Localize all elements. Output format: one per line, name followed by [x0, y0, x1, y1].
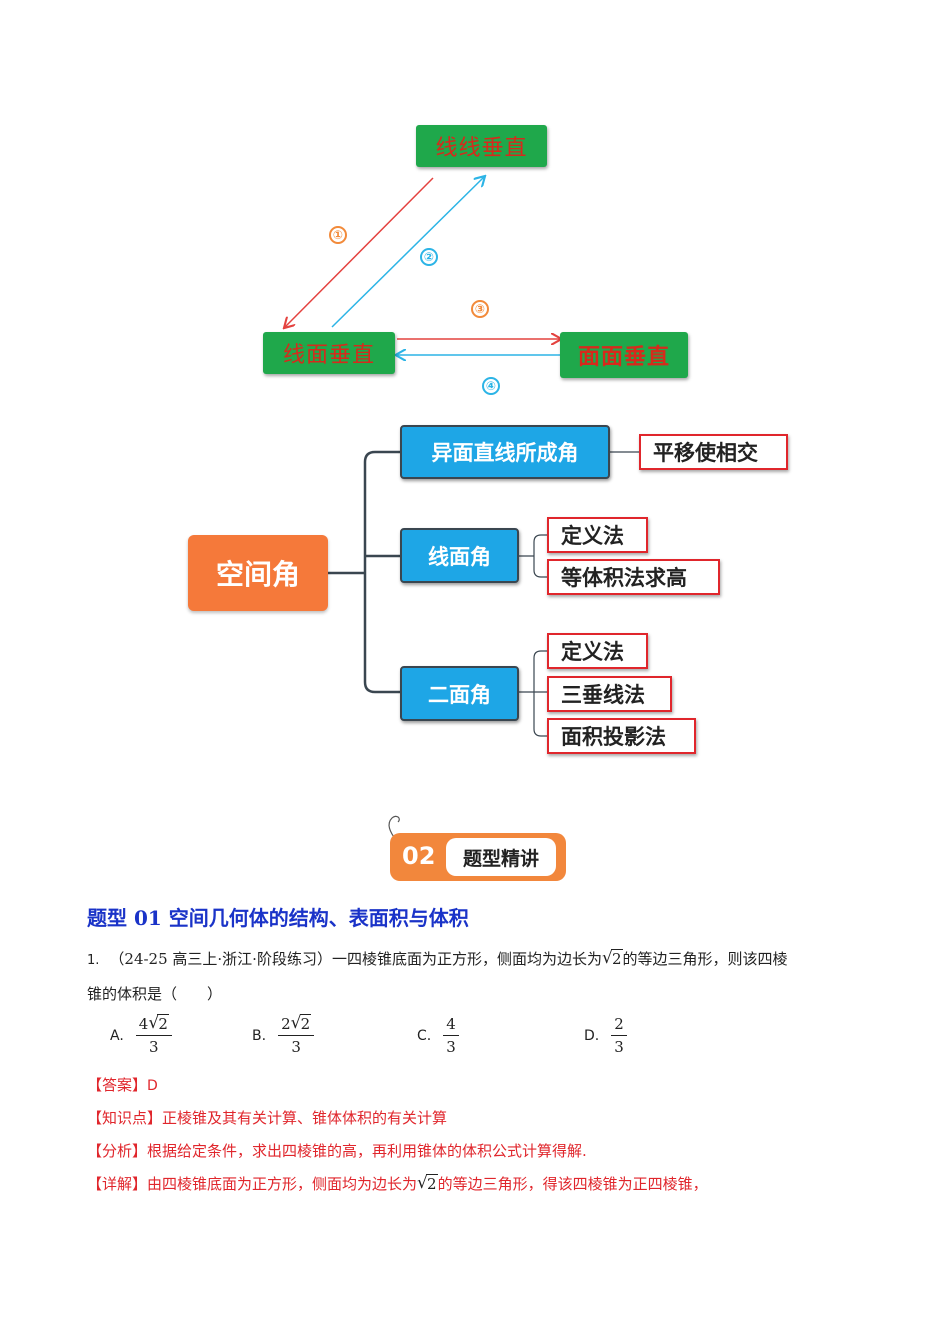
branch-line-plane-angle: 线面角: [400, 528, 519, 583]
analysis-line: 【分析】根据给定条件，求出四棱锥的高，再利用锥体的体积公式计算得解.: [87, 1140, 587, 1161]
question-line-2: 锥的体积是（ ）: [87, 985, 223, 1003]
step-1-label: ①: [329, 226, 347, 244]
option-a-fraction: 42 3: [135, 1013, 172, 1056]
badge-pin-icon: [388, 815, 400, 841]
mindmap-connectors: [327, 450, 640, 737]
analysis-tag: 【分析】: [87, 1142, 148, 1160]
arrow-1: [285, 177, 434, 327]
question-sqrt: 2: [602, 948, 623, 968]
option-b-fraction: 22 3: [278, 1013, 315, 1056]
knowledge-point-tag: 【知识点】: [87, 1109, 163, 1127]
detail-line: 【详解】由四棱锥底面为正方形，侧面均为边长为2的等边三角形，得该四棱锥为正四棱锥…: [87, 1173, 708, 1194]
step-2-label: ②: [420, 248, 438, 266]
option-d[interactable]: D. 2 3: [584, 1015, 627, 1056]
question-text-a: 一四棱锥底面为正方形，侧面均为边长为: [331, 950, 602, 968]
option-a-label: A.: [110, 1027, 124, 1044]
option-d-label: D.: [584, 1027, 600, 1044]
badge-label: 题型精讲: [446, 838, 556, 876]
question-line-1: 1. （24-25 高三上·浙江·阶段练习）一四棱锥底面为正方形，侧面均为边长为2…: [87, 948, 788, 969]
answer-line: 【答案】D: [87, 1074, 158, 1095]
step-3-label: ③: [471, 300, 489, 318]
detail-tag: 【详解】: [87, 1175, 148, 1193]
option-b[interactable]: B. 22 3: [252, 1013, 315, 1056]
detail-text-a: 由四棱锥底面为正方形，侧面均为边长为: [147, 1175, 418, 1193]
leaf-translate-intersect: 平移使相交: [639, 434, 788, 470]
option-d-fraction: 2 3: [611, 1015, 627, 1056]
perpendicular-arrows: [0, 0, 950, 420]
branch-dihedral-angle: 二面角: [400, 666, 519, 721]
branch-skew-lines-angle: 异面直线所成角: [400, 425, 610, 479]
leaf-definition-method-1: 定义法: [547, 517, 648, 553]
option-c-label: C.: [417, 1027, 432, 1044]
leaf-area-projection: 面积投影法: [547, 718, 696, 754]
knowledge-point-text: 正棱锥及其有关计算、锥体体积的有关计算: [162, 1109, 448, 1127]
analysis-text: 根据给定条件，求出四棱锥的高，再利用锥体的体积公式计算得解.: [147, 1142, 587, 1160]
question-text-b: 的等边三角形，则该四棱: [622, 950, 788, 968]
box-plane-plane-perpendicular: 面面垂直: [560, 332, 688, 378]
option-c-fraction: 4 3: [443, 1015, 459, 1056]
option-c[interactable]: C. 4 3: [417, 1015, 459, 1056]
box-line-line-perpendicular: 线线垂直: [416, 125, 547, 167]
knowledge-point-line: 【知识点】正棱锥及其有关计算、锥体体积的有关计算: [87, 1107, 447, 1128]
answer-value: D: [147, 1078, 158, 1094]
detail-text-b: 的等边三角形，得该四棱锥为正四棱锥，: [437, 1175, 708, 1193]
answer-tag: 【答案】: [87, 1076, 148, 1094]
mindmap-root-spatial-angle: 空间角: [188, 535, 328, 611]
option-b-label: B.: [252, 1027, 267, 1044]
option-a[interactable]: A. 42 3: [110, 1013, 172, 1056]
question-source: （24-25 高三上·浙江·阶段练习）: [109, 950, 332, 968]
badge-number: 02: [402, 842, 436, 870]
box-line-plane-perpendicular: 线面垂直: [263, 332, 395, 374]
question-number: 1.: [87, 953, 100, 968]
leaf-definition-method-2: 定义法: [547, 633, 648, 669]
section-title: 题型 01 空间几何体的结构、表面积与体积: [87, 906, 469, 930]
step-4-label: ④: [482, 377, 500, 395]
leaf-equal-volume-height: 等体积法求高: [547, 559, 720, 595]
arrow-2: [331, 177, 484, 328]
detail-sqrt: 2: [417, 1173, 438, 1193]
leaf-three-perpendiculars: 三垂线法: [547, 676, 672, 712]
